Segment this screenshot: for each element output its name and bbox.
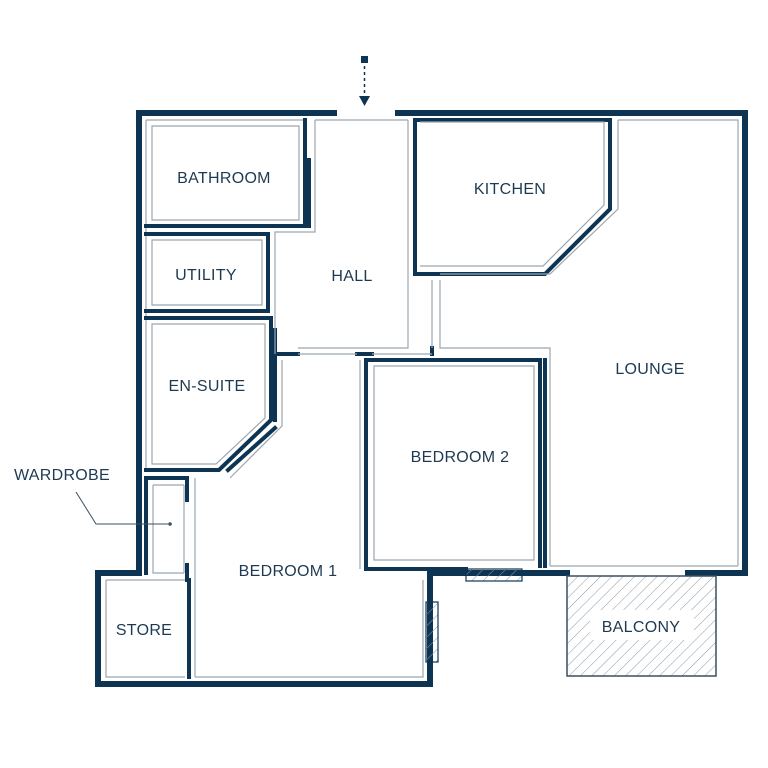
room-label-lounge: LOUNGE bbox=[615, 361, 684, 378]
room-label-utility: UTILITY bbox=[175, 267, 237, 284]
room-label-store: STORE bbox=[116, 622, 172, 639]
callout-label-wardrobe: WARDROBE bbox=[14, 467, 110, 484]
wardrobe-callout bbox=[75, 491, 172, 526]
interior-walls bbox=[144, 118, 612, 679]
utility-walls bbox=[144, 232, 270, 313]
outer-wall-top-right bbox=[395, 110, 748, 576]
room-label-bedroom-2: BEDROOM 2 bbox=[411, 449, 510, 466]
room-label-bathroom: BATHROOM bbox=[177, 170, 271, 187]
wardrobe-walls bbox=[144, 476, 189, 502]
balcony-label-bg bbox=[590, 610, 694, 640]
window-bedroom-2 bbox=[465, 568, 523, 582]
bedroom-2-walls bbox=[364, 358, 468, 571]
bathroom-walls bbox=[144, 118, 307, 228]
window-bedroom-1 bbox=[425, 601, 439, 663]
room-label-hall: HALL bbox=[331, 268, 372, 285]
room-label-balcony: BALCONY bbox=[602, 619, 681, 636]
room-label-en-suite: EN-SUITE bbox=[168, 378, 245, 395]
outer-walls bbox=[95, 110, 748, 687]
room-label-bedroom-1: BEDROOM 1 bbox=[239, 563, 338, 580]
en-suite-walls bbox=[144, 316, 273, 472]
thin-partitions bbox=[151, 120, 619, 677]
inner-outline bbox=[105, 119, 739, 678]
entrance-arrow-icon bbox=[359, 56, 370, 106]
room-label-kitchen: KITCHEN bbox=[474, 181, 546, 198]
outer-wall-left bbox=[95, 110, 530, 687]
